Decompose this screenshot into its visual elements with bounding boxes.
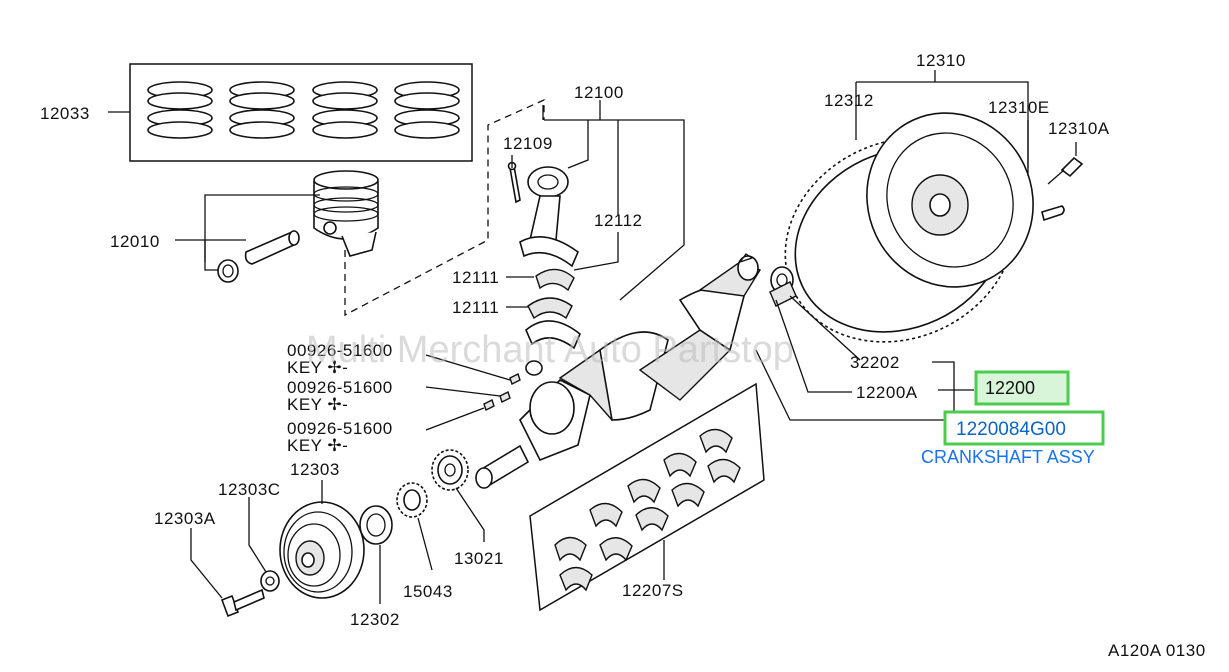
pulley-bolt[interactable]	[220, 588, 265, 618]
key-2-number[interactable]: 00926-51600	[287, 378, 393, 397]
key-1-number[interactable]: 00926-51600	[287, 341, 393, 360]
highlight-12200[interactable]: 12200	[974, 370, 1070, 406]
label-12310a[interactable]: 12310A	[1048, 119, 1110, 138]
crank-sprocket[interactable]	[431, 449, 469, 491]
label-12310[interactable]: 12310	[916, 51, 966, 70]
label-12100[interactable]: 12100	[574, 83, 624, 102]
rod-bearing-lower[interactable]	[527, 297, 573, 320]
ring-stack-1	[147, 81, 213, 139]
crankshaft[interactable]	[475, 253, 762, 489]
piston-ring-set[interactable]	[129, 63, 473, 162]
woodruff-key-2[interactable]	[499, 391, 511, 403]
pulley-washer[interactable]	[260, 570, 280, 592]
ref-code-12200: 12200	[985, 378, 1035, 398]
label-12303c[interactable]: 12303C	[218, 480, 281, 499]
key-1-name: KEY ✢-	[287, 358, 348, 377]
rod-nut[interactable]	[525, 360, 543, 376]
oil-pump-gear[interactable]	[396, 482, 428, 518]
label-12303[interactable]: 12303	[290, 460, 340, 479]
label-13021[interactable]: 13021	[454, 549, 504, 568]
watermark: Multi Merchant Auto Partstop	[306, 329, 794, 371]
label-12302[interactable]: 12302	[350, 610, 400, 629]
snap-ring[interactable]	[217, 259, 239, 283]
ring-stack-3	[312, 81, 378, 139]
label-12303a[interactable]: 12303A	[154, 509, 216, 528]
crank-pulley[interactable]	[279, 501, 365, 599]
dowel-pin[interactable]	[1041, 205, 1065, 222]
label-12207s[interactable]: 12207S	[622, 581, 684, 600]
key-3-number[interactable]: 00926-51600	[287, 419, 393, 438]
key-2-name: KEY ✢-	[287, 395, 348, 414]
rod-bolt[interactable]	[507, 161, 521, 204]
part-number-link[interactable]: 1220084G00	[956, 419, 1066, 440]
connecting-rod[interactable]	[519, 166, 579, 268]
ring-stack-4	[394, 81, 460, 139]
piston[interactable]	[313, 170, 379, 257]
key-3-name: KEY ✢-	[287, 436, 348, 455]
label-12111-upper[interactable]: 12111	[452, 268, 499, 287]
ring-stack-2	[229, 81, 295, 139]
label-12109[interactable]: 12109	[503, 134, 553, 153]
label-15043[interactable]: 15043	[403, 582, 453, 601]
label-12200a[interactable]: 12200A	[856, 383, 918, 402]
flywheel-bolt[interactable]	[1047, 156, 1084, 185]
rod-cap[interactable]	[525, 320, 581, 350]
label-12312[interactable]: 12312	[824, 91, 874, 110]
highlight-part-number[interactable]: 1220084G00	[943, 410, 1105, 446]
part-description[interactable]: CRANKSHAFT ASSY	[921, 447, 1095, 467]
rod-bearing-upper[interactable]	[535, 268, 575, 292]
label-12010[interactable]: 12010	[110, 232, 160, 251]
label-12111-lower[interactable]: 12111	[452, 298, 499, 317]
label-12310e[interactable]: 12310E	[988, 98, 1050, 117]
main-bearing-set[interactable]	[529, 382, 765, 612]
flywheel[interactable]	[752, 86, 1062, 379]
label-12112[interactable]: 12112	[594, 211, 643, 230]
front-oil-seal[interactable]	[359, 505, 393, 545]
woodruff-key-1[interactable]	[509, 373, 521, 385]
woodruff-key-3[interactable]	[483, 399, 495, 411]
label-32202[interactable]: 32202	[850, 353, 900, 372]
piston-pin[interactable]	[244, 230, 300, 265]
diagram-code: A120A 0130	[1108, 641, 1206, 660]
label-12033[interactable]: 12033	[40, 104, 90, 123]
